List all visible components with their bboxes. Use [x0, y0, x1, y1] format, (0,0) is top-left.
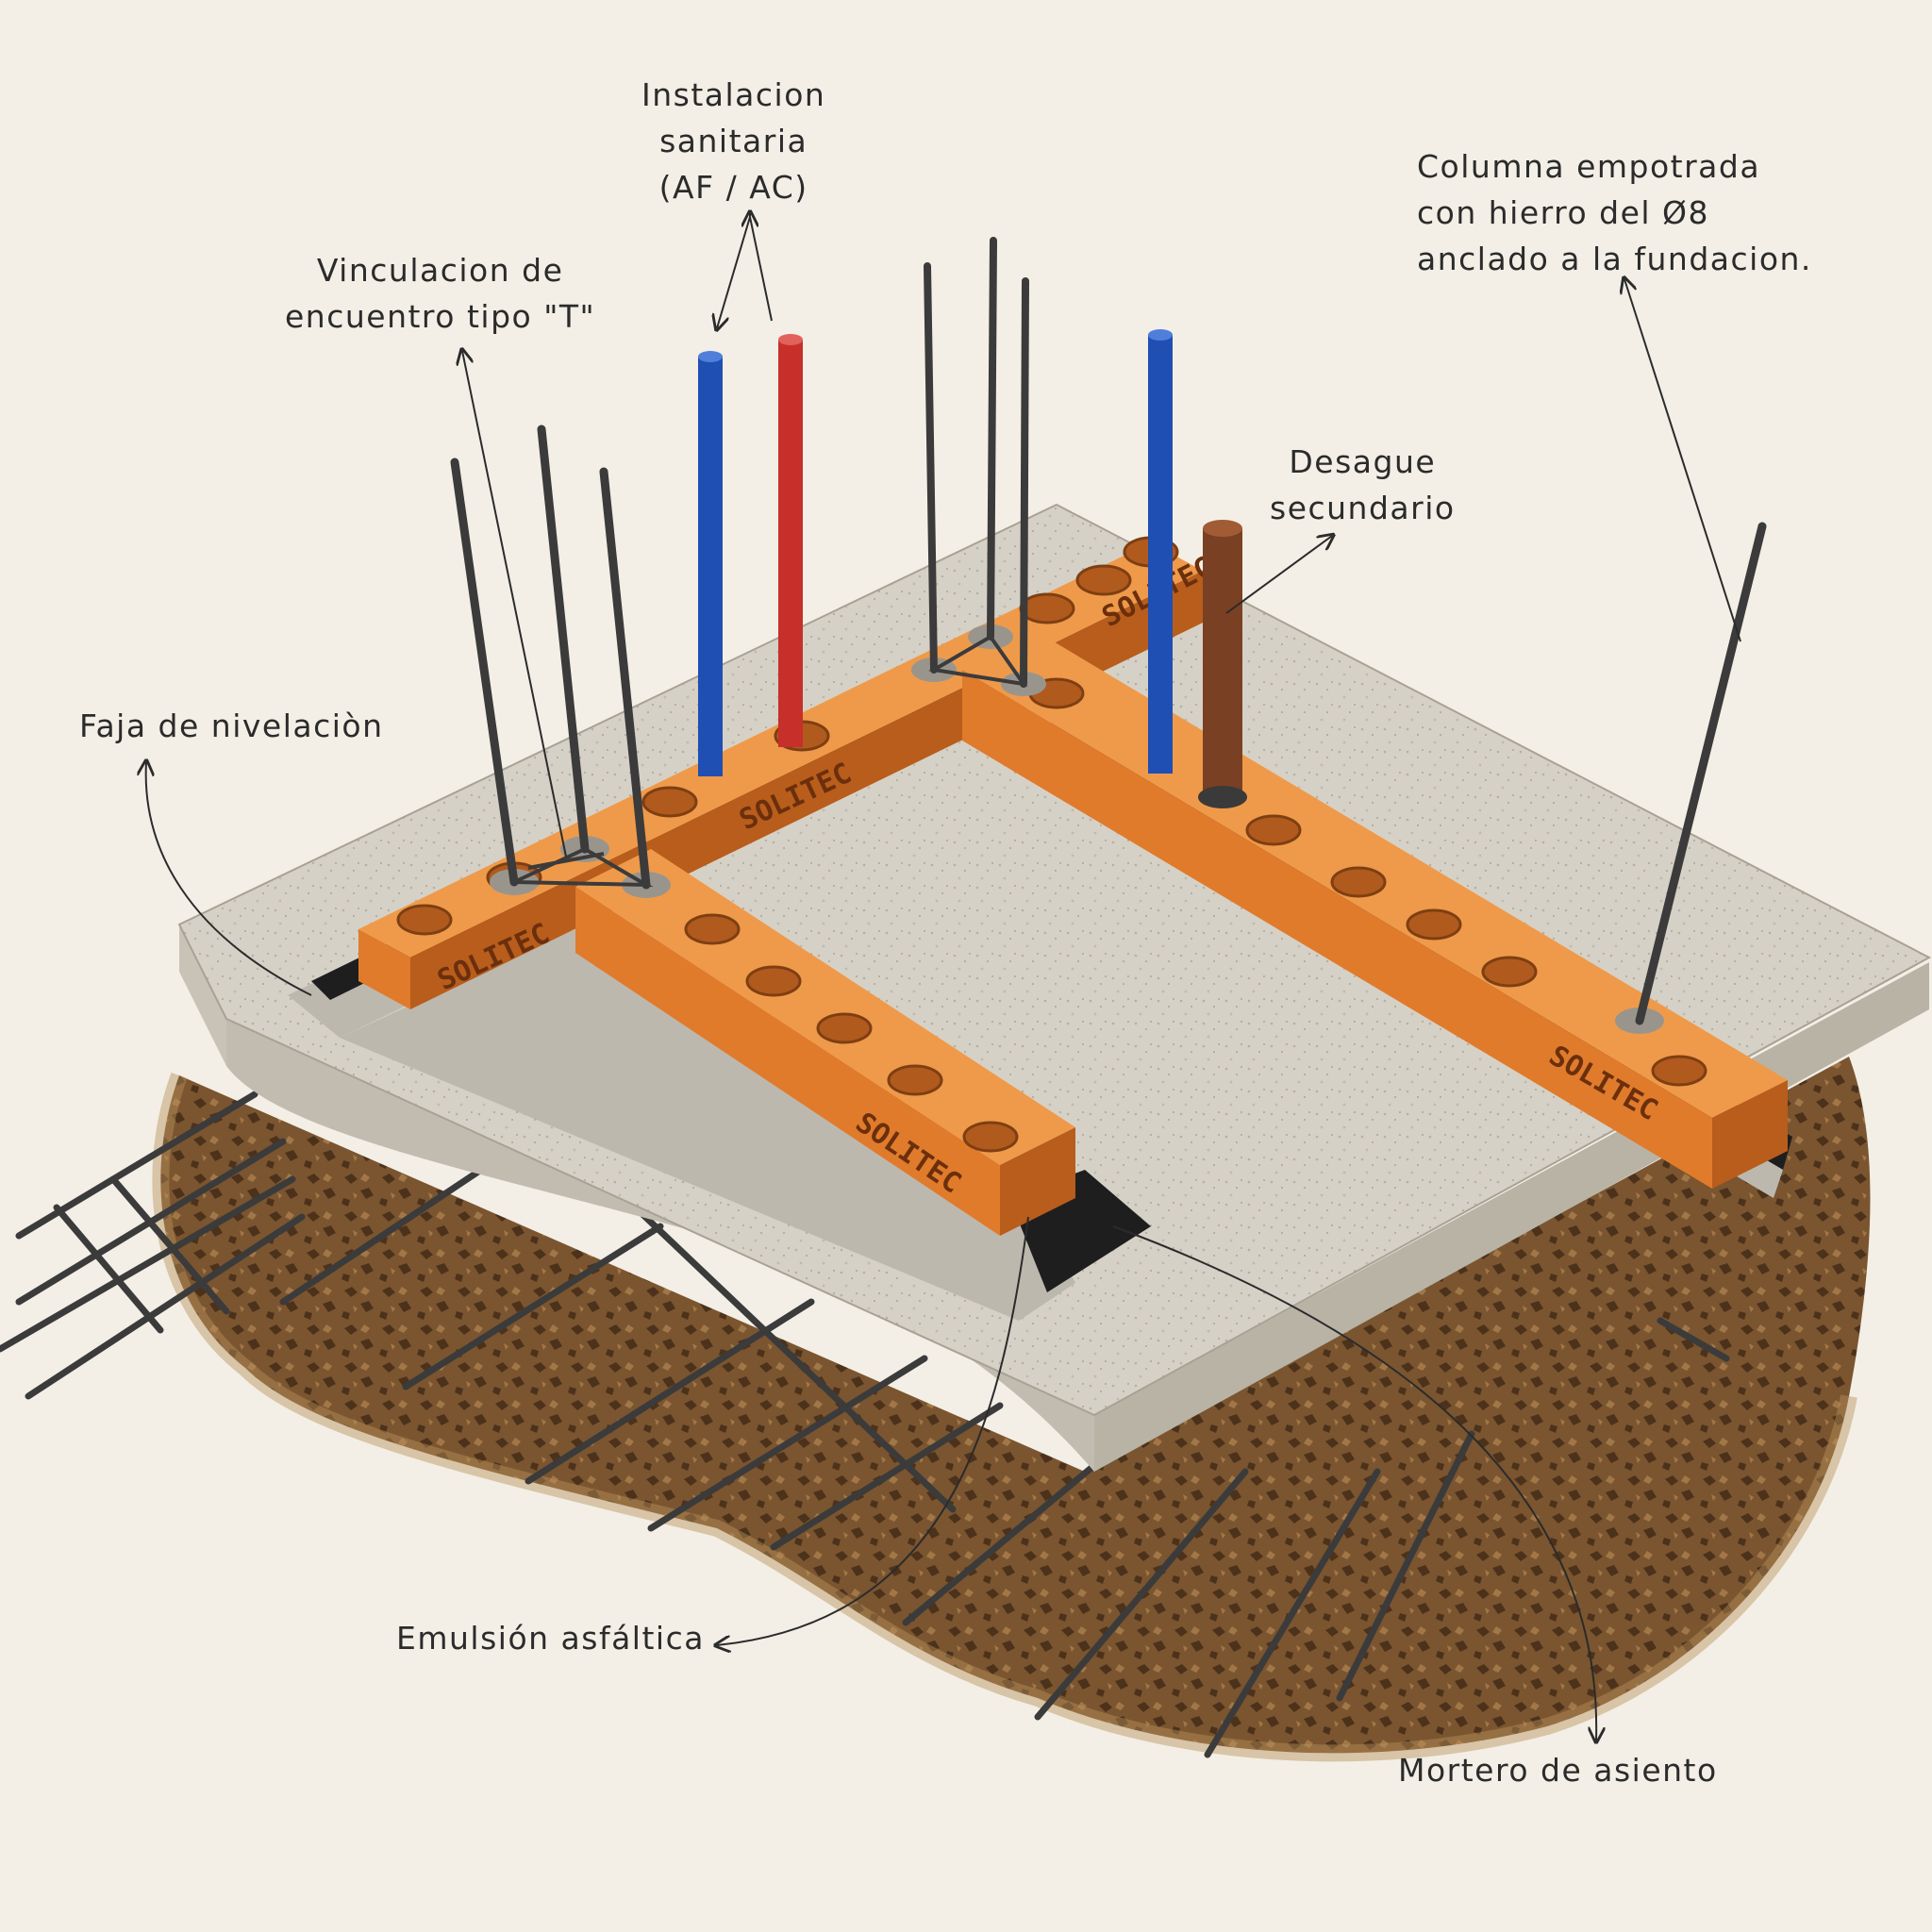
leader-mortero — [1112, 1225, 1596, 1740]
label-instalacion-sanitaria: Instalacion sanitaria (AF / AC) — [641, 76, 826, 206]
leader-faja — [146, 762, 312, 996]
pipe-hot-water — [778, 334, 803, 747]
leader-desague — [1225, 536, 1332, 614]
block-holes — [396, 536, 1707, 1153]
slab-side-front — [226, 1019, 1094, 1472]
label-desague-secundario: Desague secundario — [1270, 443, 1456, 526]
label-columna-empotrada: Columna empotrada con hierro del Ø8 ancl… — [1417, 148, 1812, 277]
soil-wash — [152, 1072, 1857, 1762]
leader-columna — [1624, 279, 1741, 642]
leader-vinculacion — [462, 351, 567, 858]
soil-mass — [160, 1057, 1871, 1754]
label-mortero-asiento: Mortero de asiento — [1398, 1752, 1718, 1789]
slab-side-left — [179, 924, 226, 1066]
label-faja-nivelacion: Faja de nivelaciòn — [79, 708, 384, 744]
pipe-cold-water-2 — [1148, 329, 1173, 774]
label-emulsion-asfaltica: Emulsión asfáltica — [396, 1620, 705, 1657]
pipe-drain — [1198, 520, 1247, 808]
leader-instalacion — [717, 216, 773, 328]
leader-emulsion — [717, 1216, 1029, 1645]
t-junction-rebars-right — [911, 237, 1046, 696]
column-rebar-right — [1615, 522, 1767, 1034]
pipe-cold-water-1 — [698, 351, 723, 776]
label-vinculacion-t: Vinculacion de encuentro tipo "T" — [285, 252, 596, 335]
t-junction-rebars-left — [450, 425, 671, 898]
concrete-slab — [177, 503, 1932, 1417]
